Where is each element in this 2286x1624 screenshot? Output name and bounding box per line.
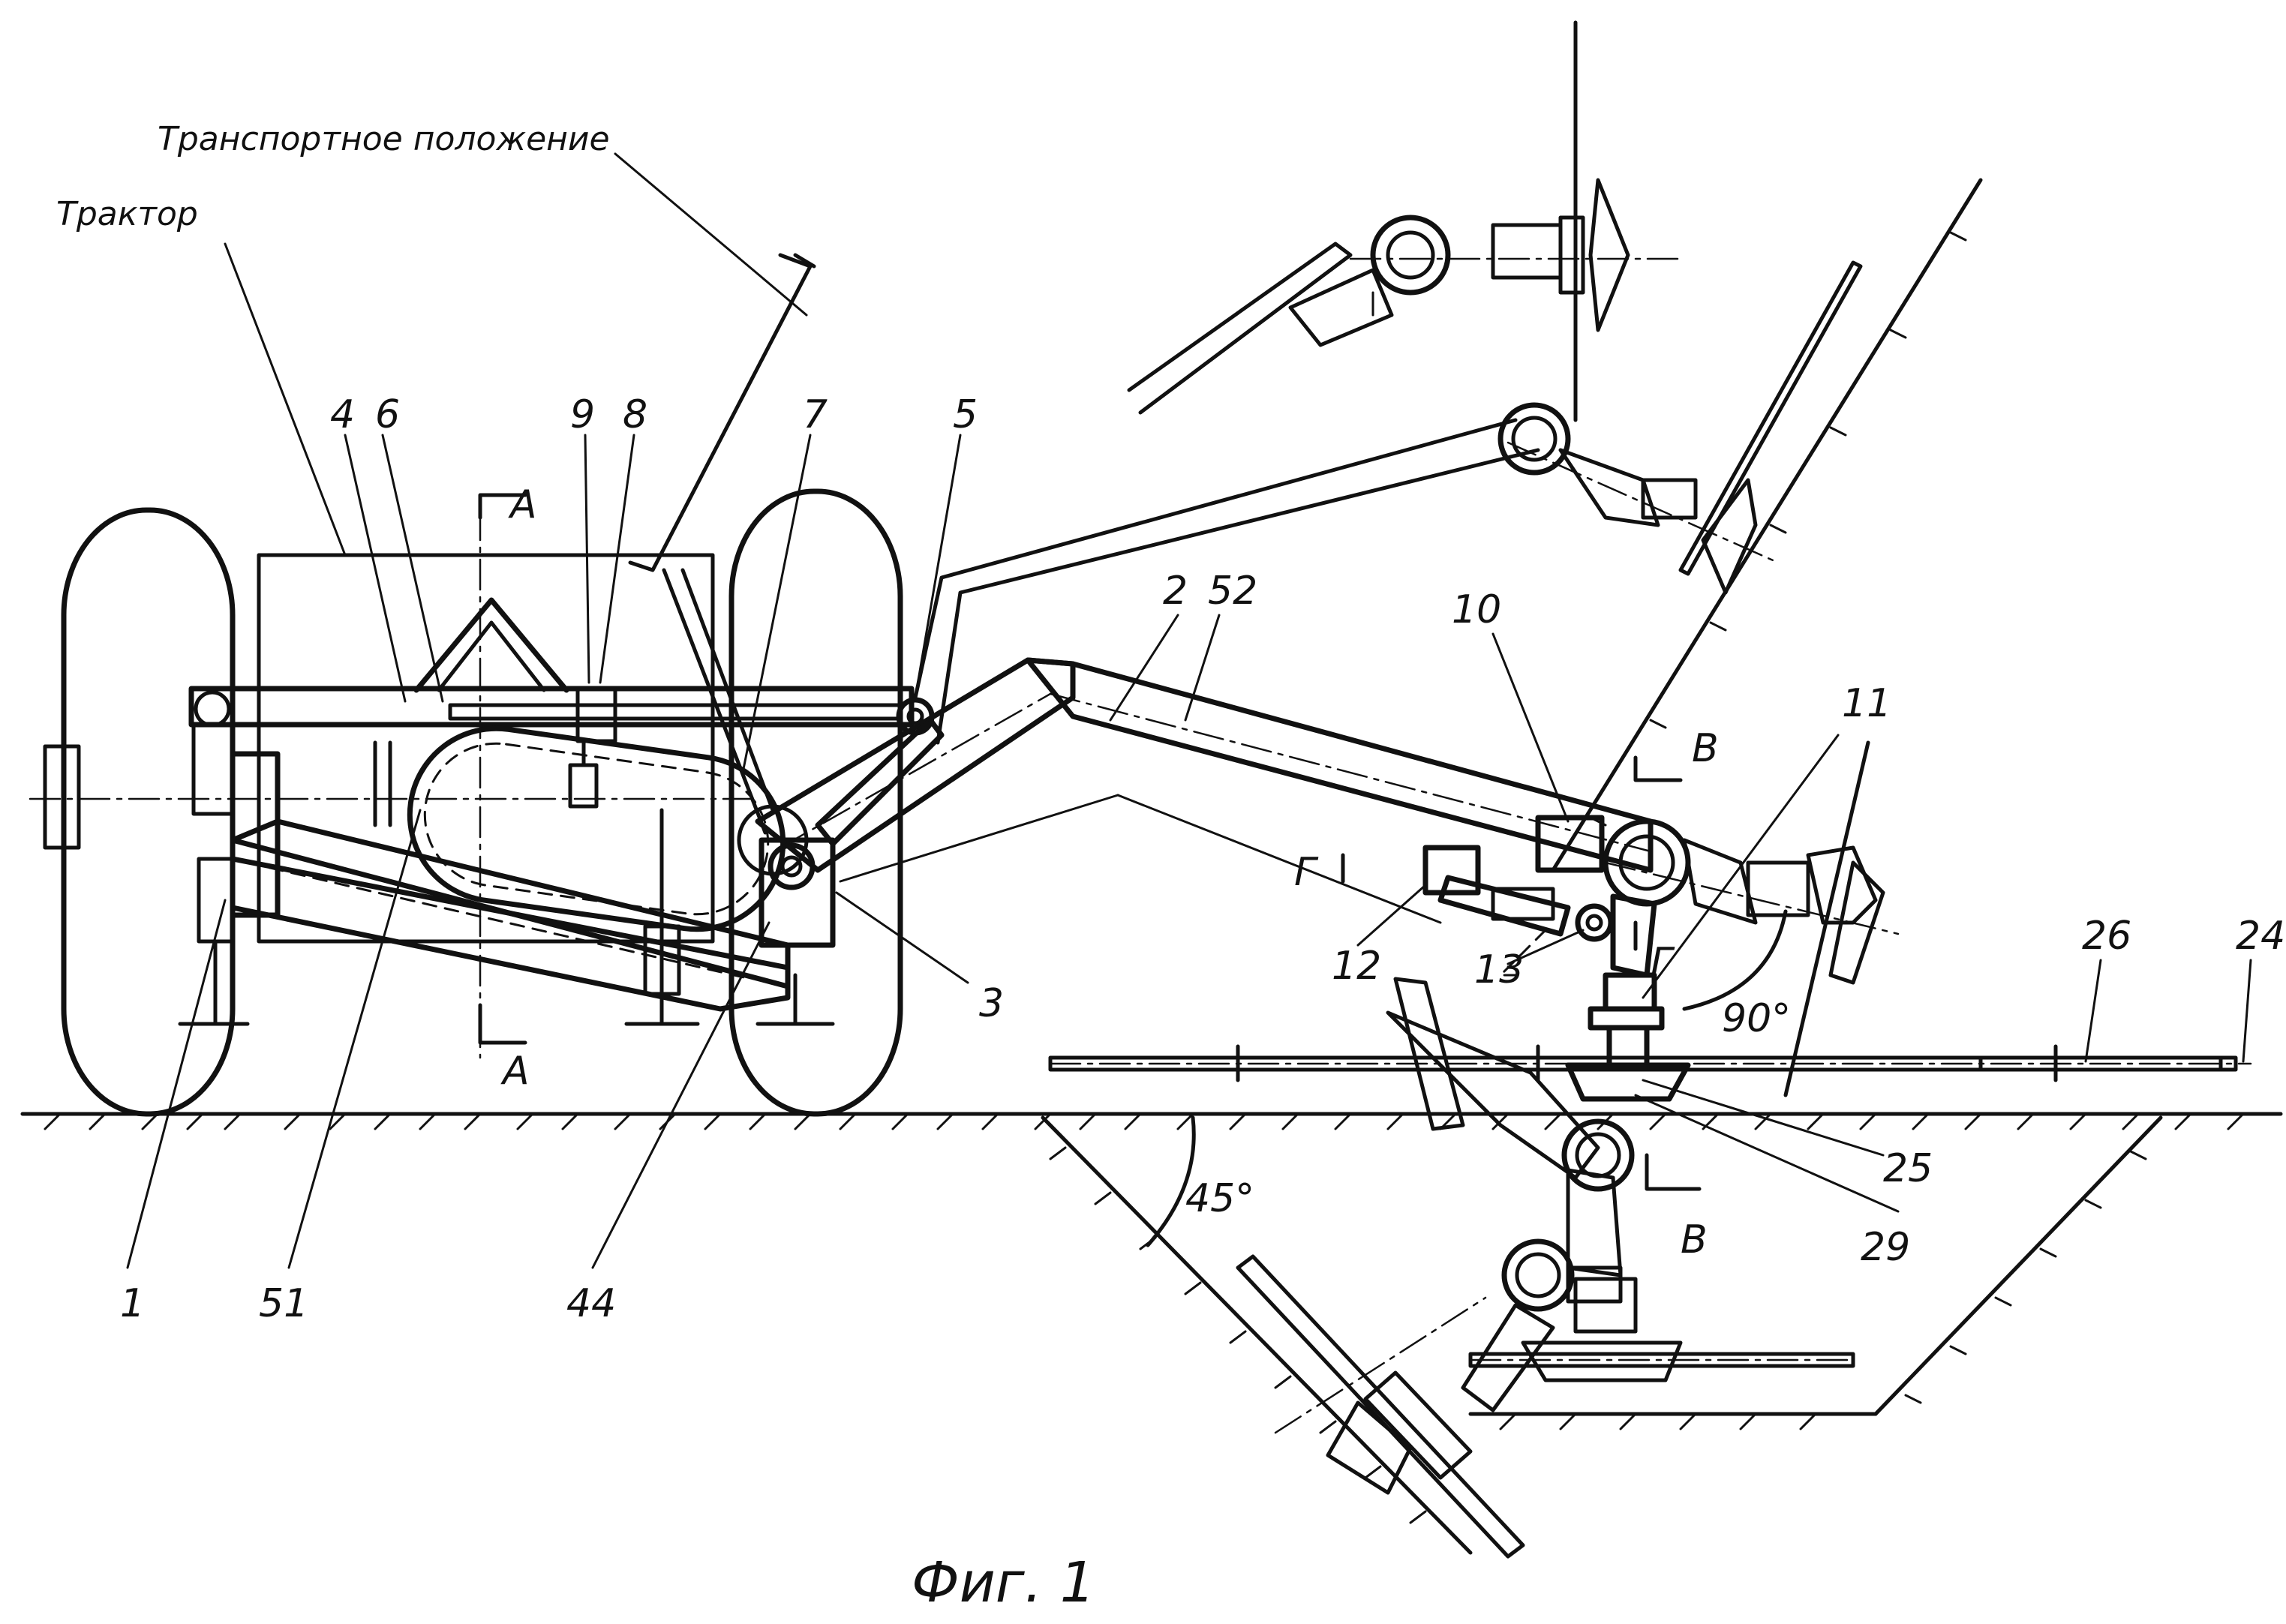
cylinder-12 [1422,845,1481,896]
left-cylinder [197,857,235,944]
beam-4 [188,686,915,728]
part-number-7: 7 [803,392,828,437]
part-number-8: 8 [623,392,647,437]
leader-lines [126,152,2252,1269]
part-number-51: 51 [259,1281,308,1326]
boom-lower-position [1236,977,1855,1559]
boom-upper-position [913,260,1863,745]
clamp-8 [575,686,617,743]
ground-line [20,1112,2283,1130]
part-number-52: 52 [1208,569,1257,614]
pivot-3 [758,837,836,948]
part-number-11: 11 [1842,681,1891,726]
bracket-10 [1535,815,1605,873]
ditch-profile [1041,178,2163,1555]
part-number-6: 6 [375,392,400,437]
part-number-25: 25 [1883,1146,1933,1191]
angle-90: 90° [1722,996,1791,1041]
part-number-13: 13 [1474,947,1524,992]
part-number-4: 4 [330,392,355,437]
left-upright [230,751,281,918]
working-head [1422,740,1900,1102]
part-number-3: 3 [979,981,1004,1026]
part-number-10: 10 [1452,587,1501,632]
section-mark-a-bottom: A [500,1049,530,1094]
caption-transport-position: Транспортное положение [158,120,610,158]
part-number-26: 26 [2082,914,2131,959]
section-mark-g-left: Г [1294,850,1319,895]
boom-2 [755,657,1654,924]
part-number-9: 9 [570,392,595,437]
section-mark-v-top: B [1692,726,1719,771]
figure-caption: Фиг. 1 [912,1550,1095,1615]
transport-position-outline [628,253,816,835]
link-7 [815,717,945,847]
tractor [29,488,903,1117]
caption-tractor: Трактор [56,195,198,233]
rear-axle [43,744,81,850]
tractor-body [257,553,715,944]
boom-top-position [1127,20,1682,422]
part-number-12: 12 [1332,944,1381,989]
part-number-5: 5 [953,392,978,437]
frame-triangle [413,597,569,693]
part-number-44: 44 [566,1281,616,1326]
part-number-1: 1 [120,1281,145,1326]
section-markers [478,493,1788,1247]
front-wheel [728,488,903,1117]
chain-casing [407,725,786,932]
horizontal-disk [1048,1044,2252,1082]
mounting-frame [178,686,915,1026]
angle-45: 45° [1185,1176,1254,1221]
section-mark-a-top: A [508,482,537,527]
section-mark-v-bottom: B [1681,1217,1708,1262]
beam-1 [230,856,791,1012]
part-number-2: 2 [1163,569,1188,614]
part-number-24: 24 [2236,914,2285,959]
part-number-29: 29 [1861,1225,1910,1270]
section-mark-g-right: Г [1651,940,1675,985]
rod-6 [448,703,903,721]
